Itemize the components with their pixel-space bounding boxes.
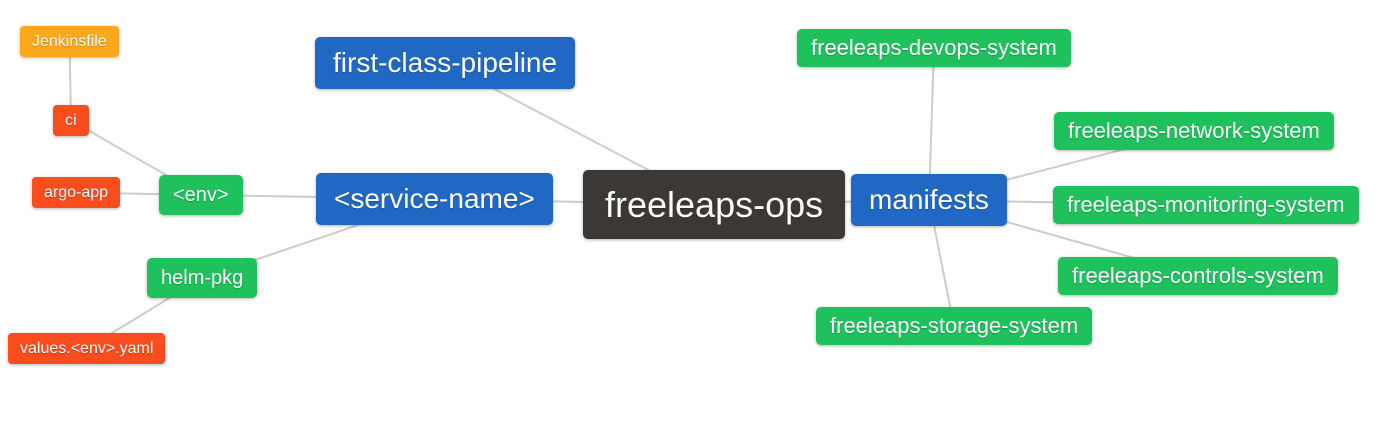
node-label: Jenkinsfile <box>32 33 107 50</box>
node-label: argo-app <box>44 184 109 201</box>
node-argo-app[interactable]: argo-app <box>32 177 121 209</box>
node-label: freeleaps-network-system <box>1068 118 1320 143</box>
node-helm-pkg[interactable]: helm-pkg <box>147 258 258 298</box>
node-freeleaps-devops-system[interactable]: freeleaps-devops-system <box>797 29 1071 68</box>
node-label: <service-name> <box>334 183 535 214</box>
node-manifests[interactable]: manifests <box>851 174 1007 226</box>
node-label: values.<env>.yaml <box>20 340 154 357</box>
node-label: freeleaps-devops-system <box>811 35 1057 60</box>
node-service-name[interactable]: <service-name> <box>316 173 553 225</box>
node-jenkinsfile[interactable]: Jenkinsfile <box>20 26 119 58</box>
node-label: freeleaps-ops <box>605 184 824 225</box>
node-env[interactable]: <env> <box>159 175 243 215</box>
node-freeleaps-storage-system[interactable]: freeleaps-storage-system <box>816 307 1093 346</box>
node-label: ci <box>65 112 77 129</box>
node-freeleaps-controls-system[interactable]: freeleaps-controls-system <box>1058 257 1338 296</box>
node-freeleaps-monitoring-system[interactable]: freeleaps-monitoring-system <box>1053 186 1359 225</box>
node-label: <env> <box>173 184 229 206</box>
node-ci[interactable]: ci <box>53 105 89 137</box>
node-label: first-class-pipeline <box>333 47 558 78</box>
node-label: manifests <box>869 184 989 215</box>
node-first-class-pipeline[interactable]: first-class-pipeline <box>315 37 576 89</box>
node-freeleaps-ops[interactable]: freeleaps-ops <box>583 170 846 240</box>
node-label: freeleaps-monitoring-system <box>1067 192 1345 217</box>
node-label: helm-pkg <box>161 267 244 289</box>
node-label: freeleaps-controls-system <box>1072 263 1324 288</box>
node-values-env-yaml[interactable]: values.<env>.yaml <box>8 333 166 365</box>
node-freeleaps-network-system[interactable]: freeleaps-network-system <box>1054 112 1334 151</box>
node-label: freeleaps-storage-system <box>830 313 1079 338</box>
